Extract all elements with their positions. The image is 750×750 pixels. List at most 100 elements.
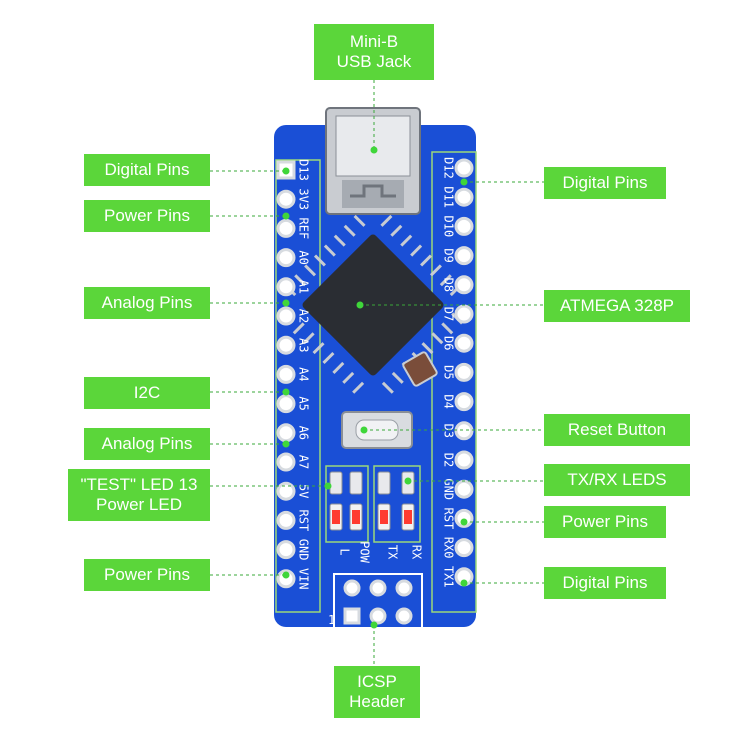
resistor (329, 471, 343, 495)
right-header-outline (431, 151, 477, 613)
right-pin (454, 275, 474, 295)
chip-leg (332, 361, 345, 374)
leader-dot (404, 477, 412, 485)
left-pin-label: A0 (297, 250, 311, 264)
right-pin-label: D8 (442, 278, 456, 292)
left-pin-label: A4 (297, 367, 311, 381)
icsp-pin (343, 607, 361, 625)
right-pin (454, 392, 474, 412)
label-icsp-header: ICSP Header (334, 666, 420, 718)
left-pin-label: A5 (297, 396, 311, 410)
label-usb-jack: Mini-B USB Jack (314, 24, 434, 80)
left-pin (276, 364, 296, 384)
chip-leg (439, 274, 452, 287)
leader-dot (460, 178, 468, 186)
leader-dot (324, 482, 332, 490)
resistor (377, 471, 391, 495)
right-pin (454, 304, 474, 324)
left-pin-label: REF (297, 218, 311, 240)
led-label: RX (410, 545, 424, 560)
right-pin-label: D3 (442, 424, 456, 438)
chip-leg (410, 244, 423, 257)
label-txrx-leds: TX/RX LEDS (544, 464, 690, 496)
left-pin (276, 394, 296, 414)
led-lens (332, 510, 340, 524)
left-pin (276, 306, 296, 326)
left-pin (276, 540, 296, 560)
left-pin-label: VIN (297, 568, 311, 590)
right-pin (454, 216, 474, 236)
leader-dot (282, 299, 290, 307)
left-pin-label: A3 (297, 338, 311, 352)
right-pin-label: D11 (442, 186, 456, 208)
right-pin-label: D6 (442, 336, 456, 350)
chip-leg (352, 381, 365, 394)
right-pin-label: D9 (442, 248, 456, 262)
led-lens (404, 510, 412, 524)
label-digital-pins-left-top: Digital Pins (84, 154, 210, 186)
right-pin (454, 450, 474, 470)
label-i2c: I2C (84, 377, 210, 409)
chip-leg (431, 332, 444, 345)
left-pin (276, 423, 296, 443)
label-reset-button: Reset Button (544, 414, 690, 446)
chip-leg (323, 244, 336, 257)
resistor (349, 471, 363, 495)
chip-leg (400, 234, 413, 247)
left-pin-label: 5V (297, 484, 311, 498)
chip-leg (421, 342, 434, 355)
left-pin-label: A7 (297, 455, 311, 469)
icsp-pin (369, 579, 387, 597)
left-pin (276, 248, 296, 268)
leader-dot (460, 518, 468, 526)
label-power-pins-left-bottom: Power Pins (84, 559, 210, 591)
pcb-board (274, 125, 476, 627)
right-pin-label: D5 (442, 365, 456, 379)
left-pin (276, 218, 296, 238)
usb-jack (325, 107, 421, 215)
right-pin-label: D4 (442, 394, 456, 408)
chip-leg (441, 322, 454, 335)
chip-leg (420, 254, 433, 267)
left-pin-label: 3V3 (297, 188, 311, 210)
label-test-led: "TEST" LED 13 Power LED (68, 469, 210, 521)
icsp-outline (333, 573, 423, 629)
label-analog-pins-left-bottom: Analog Pins (84, 428, 210, 460)
chip-leg (381, 381, 394, 394)
left-pin (276, 510, 296, 530)
chip-leg (391, 371, 404, 384)
left-pin-label: A1 (297, 280, 311, 294)
right-pin-label: D12 (442, 157, 456, 179)
left-pin-label: RST (297, 510, 311, 532)
leader-dot (370, 146, 378, 154)
chip-leg (390, 224, 403, 237)
led-lens (380, 510, 388, 524)
right-pin-label: GND (442, 478, 456, 500)
right-pin-label: RST (442, 508, 456, 530)
left-pin (276, 335, 296, 355)
right-pin-label: D2 (442, 453, 456, 467)
right-pin-label: RX0 (442, 537, 456, 559)
right-pin (454, 333, 474, 353)
icsp-pin1-label: 1 (328, 613, 335, 627)
right-pin (454, 246, 474, 266)
reset-button-part (341, 411, 413, 449)
leader-dot (282, 212, 290, 220)
label-power-pins-left-top: Power Pins (84, 200, 210, 232)
chip-leg (294, 274, 307, 287)
left-pin-label: GND (297, 539, 311, 561)
leader-dot (460, 579, 468, 587)
icsp-pin (395, 579, 413, 597)
leader-dot (282, 440, 290, 448)
left-pin (276, 277, 296, 297)
chip-leg (342, 371, 355, 384)
left-pin (276, 481, 296, 501)
left-header-outline (275, 159, 321, 613)
icsp-pin (343, 579, 361, 597)
icsp-pin (395, 607, 413, 625)
left-pin-label: A6 (297, 426, 311, 440)
chip-leg (429, 264, 442, 277)
leader-dot (360, 426, 368, 434)
label-power-pins-right: Power Pins (544, 506, 666, 538)
